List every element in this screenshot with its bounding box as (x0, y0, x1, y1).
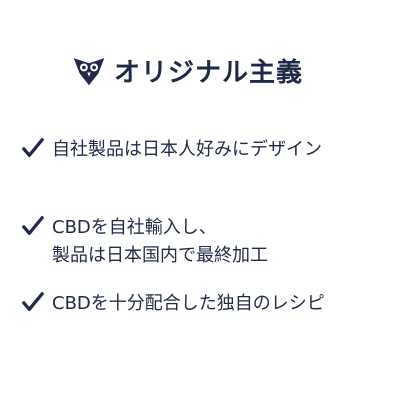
feature-item: CBDを十分配合した独自のレシピ (22, 290, 394, 318)
header: オリジナル主義 (72, 50, 303, 90)
feature-text: CBDを十分配合した独自のレシピ (52, 290, 325, 318)
check-icon (22, 292, 44, 311)
check-icon (22, 216, 44, 235)
feature-text: 自社製品は日本人好みにデザイン (52, 136, 322, 164)
check-icon (22, 138, 44, 157)
feature-text-line: 製品は日本国内で最終加工 (52, 245, 268, 266)
owl-icon (73, 58, 105, 86)
brand-title: オリジナル主義 (114, 57, 304, 88)
feature-item: 自社製品は日本人好みにデザイン (22, 136, 394, 164)
feature-text-line: CBDを自社輸入し、 (52, 217, 217, 238)
feature-text-line: CBDを十分配合した独自のレシピ (52, 293, 325, 314)
feature-text-line: 自社製品は日本人好みにデザイン (52, 139, 322, 160)
feature-text: CBDを自社輸入し、 製品は日本国内で最終加工 (52, 214, 268, 270)
feature-item: CBDを自社輸入し、 製品は日本国内で最終加工 (22, 214, 394, 270)
